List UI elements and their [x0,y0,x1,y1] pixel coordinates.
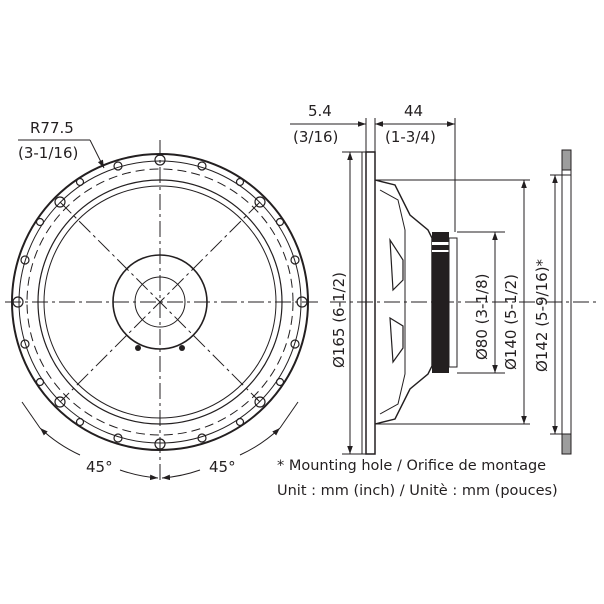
dia-outer-label: Ø165 (6-1/2) [330,271,348,368]
depth-body-label: 44 [404,102,424,120]
depth-flange-label: 5.4 [308,102,332,120]
depth-body-inch: (1-3/4) [385,128,436,146]
side-view [290,118,600,455]
angle-right-label: 45° [209,458,236,476]
dia-basket-label: Ø140 (5-1/2) [502,273,520,370]
radius-label-inch: (3-1/16) [18,144,79,162]
depth-flange-inch: (3/16) [293,128,339,146]
dia-magnet-label: Ø80 (3-1/8) [473,273,491,360]
mounting-hole-note: * Mounting hole / Orifice de montage [277,458,547,474]
dia-mount-label: Ø142 (5-9/16)* [533,258,551,372]
radius-label: R77.5 [30,119,74,137]
angle-left-label: 45° [86,458,113,476]
front-view [5,139,318,481]
units-note: Unit : mm (inch) / Unitè : mm (pouces) [277,483,558,499]
